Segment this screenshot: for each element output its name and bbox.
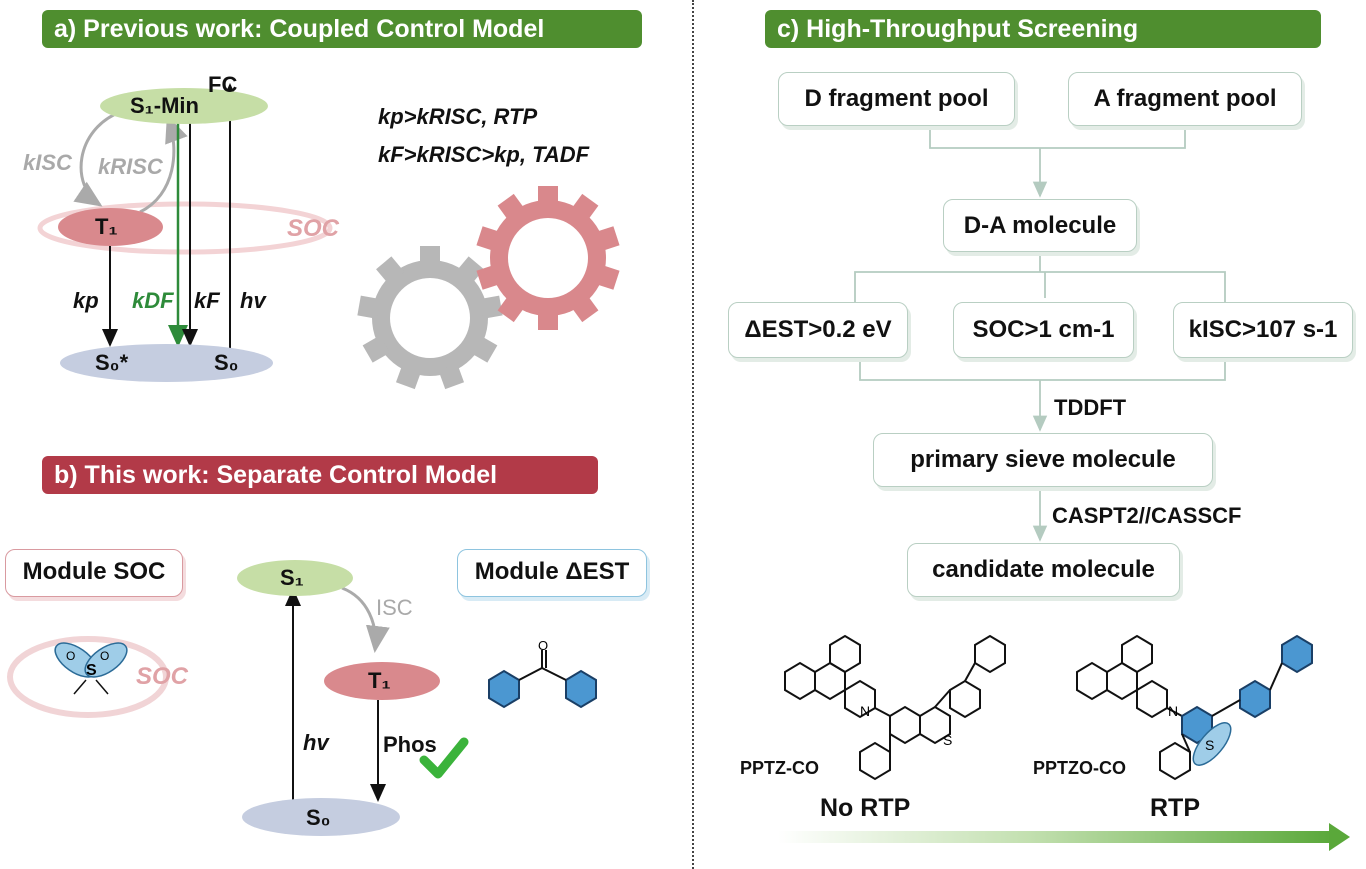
- hv-label-b: hv: [303, 730, 329, 755]
- crit-kisc-label: kISC>107 s-1: [1188, 316, 1338, 343]
- s1-min-ellipse: [100, 88, 268, 124]
- fc-label: FC: [208, 72, 238, 97]
- svg-text:N: N: [1168, 703, 1178, 719]
- module-soc-box: Module SOC: [5, 549, 183, 597]
- panel-b-title: b) This work: Separate Control Model: [42, 456, 598, 494]
- gear-dest: [357, 246, 503, 390]
- pptz-co-structure: [784, 634, 1006, 781]
- mol1-name: PPTZ-CO: [740, 758, 819, 778]
- s1-ellipse-b: [237, 560, 353, 596]
- gear-soc-label: SOC: [519, 244, 572, 271]
- mol2-name: PPTZO-CO: [1033, 758, 1126, 778]
- sulfone-lobe-right: [84, 642, 128, 678]
- crit-dest-label: ΔEST>0.2 eV: [744, 316, 892, 343]
- kf-label: kF: [194, 288, 220, 313]
- primary-label: primary sieve molecule: [910, 446, 1176, 473]
- gradient-arrow-head: [1329, 823, 1350, 851]
- tddft-label: TDDFT: [1054, 395, 1127, 420]
- s0-ellipse-a: [60, 344, 273, 382]
- s1-min-label: S₁-Min: [130, 93, 199, 118]
- svg-text:O: O: [66, 649, 75, 663]
- gradient-bar: [778, 831, 1333, 843]
- benzophenone: [488, 650, 597, 709]
- crit-soc-label: SOC>1 cm-1: [972, 316, 1115, 343]
- candidate-box: candidate molecule: [907, 543, 1180, 597]
- crit-kisc-box: kISC>107 s-1: [1173, 302, 1353, 358]
- crit-dest-box: ΔEST>0.2 eV: [728, 302, 908, 358]
- kisc-label: kISC: [23, 150, 72, 175]
- panel-divider: [692, 0, 694, 869]
- kdf-label: kDF: [132, 288, 174, 313]
- t1-label-a: T₁: [95, 214, 118, 239]
- svg-text:S: S: [1205, 737, 1214, 753]
- svg-text:N: N: [860, 703, 870, 719]
- soc-orbit-ring: [37, 201, 333, 255]
- kp-label: kp: [73, 288, 99, 313]
- d-pool-box: D fragment pool: [778, 72, 1015, 126]
- s0-label-b: S₀: [306, 805, 331, 830]
- s0-label-a: S₀: [214, 350, 239, 375]
- panel-a-graphics: [37, 83, 620, 390]
- hv-label-a: hv: [240, 288, 266, 313]
- t1-label-b: T₁: [368, 668, 391, 693]
- mol2-result: RTP: [1150, 794, 1200, 822]
- t1-ellipse-b: [324, 662, 440, 700]
- rule-tadf: kF>kRISC>kp, TADF: [378, 142, 590, 167]
- crit-soc-box: SOC>1 cm-1: [953, 302, 1134, 358]
- panel-a-title: a) Previous work: Coupled Control Model: [42, 10, 642, 48]
- svg-text:S: S: [943, 732, 952, 748]
- panel-b-graphics: S O O O: [7, 586, 597, 802]
- a-pool-box: A fragment pool: [1068, 72, 1302, 126]
- primary-box: primary sieve molecule: [873, 433, 1213, 487]
- module-dest-label: Module ΔEST: [474, 558, 630, 585]
- svg-text:O: O: [538, 638, 548, 653]
- risc-arrow: [139, 115, 188, 214]
- s0-star-label: S₀*: [95, 350, 129, 375]
- d-pool-label: D fragment pool: [804, 85, 989, 112]
- svg-text:O: O: [100, 649, 109, 663]
- svg-text:S: S: [86, 662, 97, 679]
- candidate-label: candidate molecule: [932, 556, 1155, 583]
- caspt2-label: CASPT2//CASSCF: [1052, 503, 1242, 528]
- rule-rtp: kp>kRISC, RTP: [378, 104, 538, 129]
- phos-label: Phos: [383, 732, 437, 757]
- isc-arrow-b: [341, 586, 390, 653]
- t1-ellipse-a: [58, 208, 163, 246]
- gear-dest-label: ΔEST: [401, 304, 463, 330]
- sulfone-orbital-c: [1192, 722, 1232, 766]
- panel-c-title: c) High-Throughput Screening: [765, 10, 1321, 48]
- module-dest-box: Module ΔEST: [457, 549, 647, 597]
- soc-orbit-label: SOC: [287, 215, 340, 242]
- s0-ellipse-b: [242, 798, 400, 836]
- da-molecule-box: D-A molecule: [943, 199, 1137, 252]
- check-icon: [419, 737, 469, 779]
- krisc-label: kRISC: [98, 154, 163, 179]
- da-molecule-label: D-A molecule: [963, 212, 1117, 239]
- module-soc-label: Module SOC: [22, 558, 166, 585]
- isc-arrow: [73, 110, 121, 207]
- soc-orbit-b: [7, 636, 169, 718]
- gear-soc: [476, 186, 620, 330]
- a-pool-label: A fragment pool: [1093, 85, 1277, 112]
- isc-label-b: ISC: [376, 595, 413, 620]
- soc-label-b: SOC: [136, 663, 189, 690]
- mol1-result: No RTP: [820, 794, 911, 822]
- s1-label-b: S₁: [280, 565, 304, 590]
